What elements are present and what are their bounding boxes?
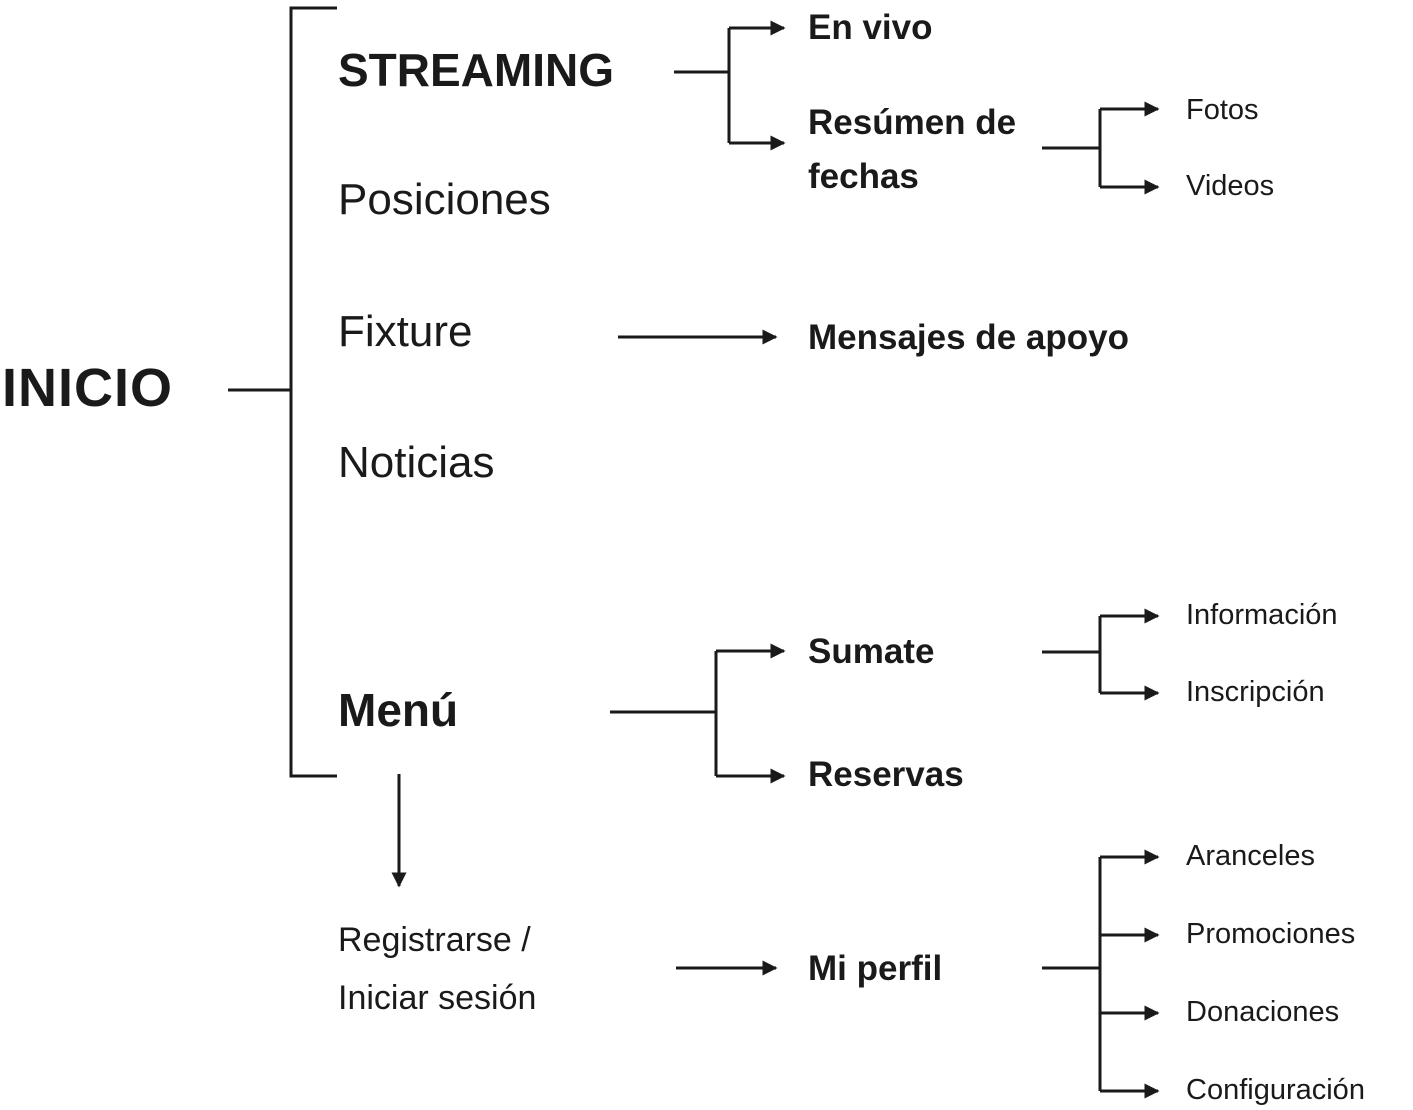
node-mensajes-de-apoyo: Mensajes de apoyo bbox=[808, 318, 1129, 357]
node-posiciones: Posiciones bbox=[338, 175, 551, 224]
node-configuracion: Configuración bbox=[1186, 1074, 1365, 1106]
node-fotos: Fotos bbox=[1186, 94, 1259, 126]
node-reservas: Reservas bbox=[808, 755, 964, 794]
node-inicio: INICIO bbox=[2, 358, 174, 418]
node-registrarse: Registrarse / Iniciar sesión bbox=[338, 921, 537, 1017]
node-sumate: Sumate bbox=[808, 632, 935, 671]
node-en-vivo: En vivo bbox=[808, 8, 933, 47]
node-menu: Menú bbox=[338, 684, 459, 736]
bracket-primary bbox=[289, 6, 337, 778]
node-fixture: Fixture bbox=[338, 307, 473, 356]
node-noticias: Noticias bbox=[338, 438, 495, 487]
node-inscripcion: Inscripción bbox=[1186, 676, 1325, 708]
node-promociones: Promociones bbox=[1186, 918, 1356, 950]
node-informacion: Información bbox=[1186, 599, 1338, 631]
node-resumen-de-fechas: Resúmen de fechas bbox=[808, 103, 1017, 197]
node-donaciones: Donaciones bbox=[1186, 996, 1340, 1028]
node-videos: Videos bbox=[1186, 170, 1275, 202]
node-aranceles: Aranceles bbox=[1186, 840, 1315, 872]
node-streaming: STREAMING bbox=[338, 44, 614, 96]
node-mi-perfil: Mi perfil bbox=[808, 949, 943, 988]
